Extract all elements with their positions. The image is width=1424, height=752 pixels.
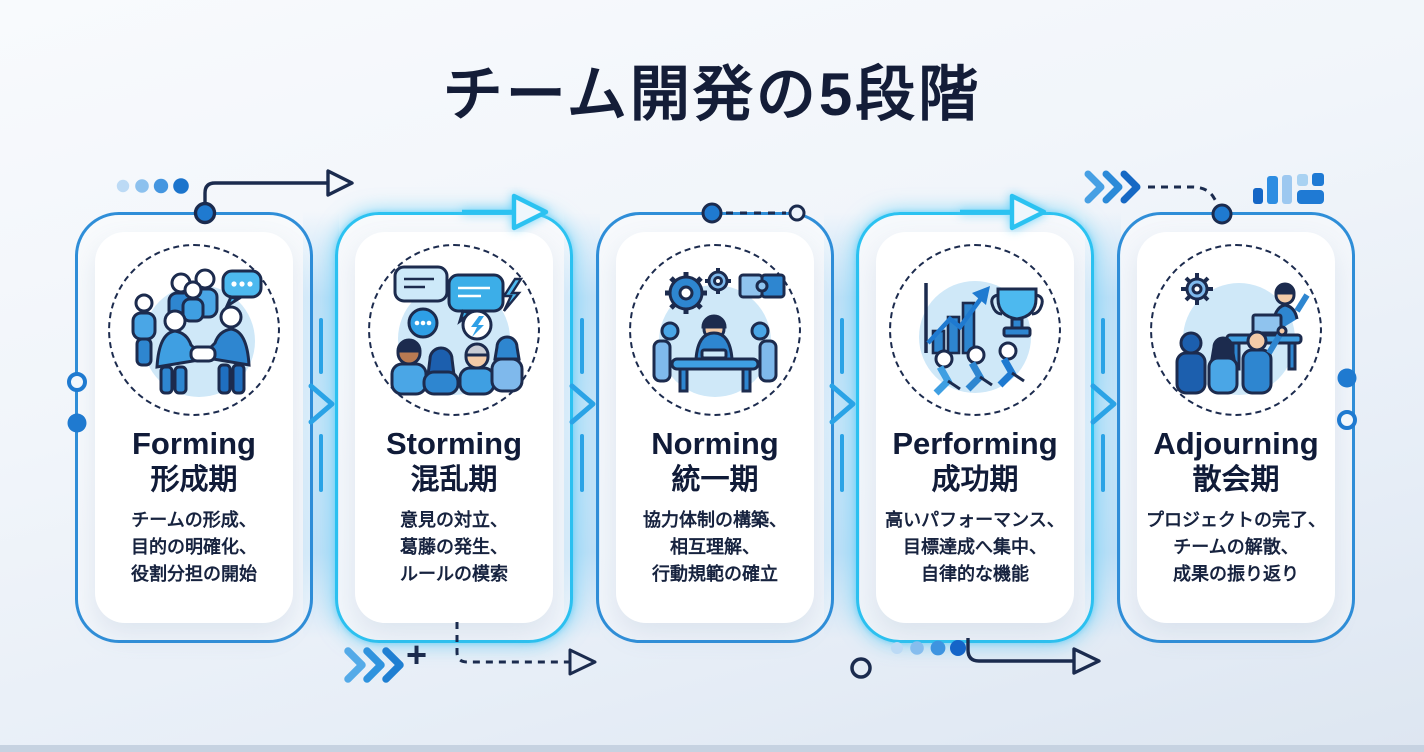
desc-line: 高いパフォーマンス、 <box>885 509 1065 530</box>
desc-line: ルールの模索 <box>400 563 508 584</box>
adjourning-completion-icon <box>1150 244 1322 416</box>
card-storming-title-ja: 混乱期 <box>410 463 498 496</box>
desc-line: チームの解散、 <box>1173 536 1299 557</box>
card-norming-desc: 協力体制の構築、 相互理解、 行動規範の確立 <box>643 507 787 588</box>
top-left-dots <box>116 178 189 194</box>
card-performing-desc: 高いパフォーマンス、 目標達成へ集中、 自律的な機能 <box>885 507 1065 588</box>
storming-conflict-icon <box>368 244 540 416</box>
plus-sign: + <box>406 634 428 675</box>
bottom-strip <box>0 745 1424 752</box>
norming-collaboration-icon <box>629 244 801 416</box>
card-forming-title-ja: 形成期 <box>150 463 238 496</box>
card-adjourning-title-en: Adjourning <box>1153 426 1319 461</box>
desc-line: 目的の明確化、 <box>131 536 257 557</box>
card-storming-inner: Storming 混乱期 意見の対立、 葛藤の発生、 ルールの模索 <box>355 232 553 623</box>
top-right-triple-chevron-icon <box>1084 170 1141 204</box>
card-norming-title-en: Norming <box>651 426 779 461</box>
card-norming: Norming 統一期 協力体制の構築、 相互理解、 行動規範の確立 <box>596 212 834 643</box>
bottom-right-ring-and-dots <box>850 640 966 679</box>
card-storming: Storming 混乱期 意見の対立、 葛藤の発生、 ルールの模索 <box>335 212 573 643</box>
desc-line: 相互理解、 <box>670 536 760 557</box>
gap-band-1 <box>303 212 339 638</box>
page-title: チーム開発の5段階 <box>442 61 982 128</box>
card-forming-title-en: Forming <box>132 426 256 461</box>
card-norming-inner: Norming 統一期 協力体制の構築、 相互理解、 行動規範の確立 <box>616 232 814 623</box>
card-performing: Performing 成功期 高いパフォーマンス、 目標達成へ集中、 自律的な機… <box>856 212 1094 643</box>
desc-line: 行動規範の確立 <box>652 563 778 584</box>
gap-band-3 <box>824 212 860 638</box>
card-forming: Forming 形成期 チームの形成、 目的の明確化、 役割分担の開始 <box>75 212 313 643</box>
desc-line: 自律的な機能 <box>920 563 1029 584</box>
bottom-left-triple-chevron-icon <box>344 647 404 683</box>
card-storming-title-en: Storming <box>385 426 523 461</box>
desc-line: 役割分担の開始 <box>131 563 257 584</box>
card4-bottom-connector-arrow <box>966 638 1101 675</box>
desc-line: 意見の対立、 <box>400 509 508 530</box>
desc-line: 葛藤の発生、 <box>400 536 508 557</box>
mini-bar-chart-icon <box>1253 173 1324 204</box>
card-adjourning-inner: Adjourning 散会期 プロジェクトの完了、 チームの解散、 成果の振り返… <box>1137 232 1335 623</box>
desc-line: 目標達成へ集中、 <box>902 536 1047 557</box>
card-adjourning-desc: プロジェクトの完了、 チームの解散、 成果の振り返り <box>1146 507 1326 588</box>
card-performing-title-en: Performing <box>892 426 1058 461</box>
card-adjourning: Adjourning 散会期 プロジェクトの完了、 チームの解散、 成果の振り返… <box>1117 212 1355 643</box>
desc-line: 成果の振り返り <box>1173 563 1299 584</box>
desc-line: チームの形成、 <box>131 509 257 530</box>
forming-handshake-icon <box>108 244 280 416</box>
card-adjourning-title-ja: 散会期 <box>1192 463 1280 496</box>
card-forming-desc: チームの形成、 目的の明確化、 役割分担の開始 <box>131 507 257 588</box>
card-norming-title-ja: 統一期 <box>671 463 759 496</box>
card-performing-title-ja: 成功期 <box>931 463 1019 496</box>
card-storming-desc: 意見の対立、 葛藤の発生、 ルールの模索 <box>400 507 508 588</box>
desc-line: 協力体制の構築、 <box>643 509 787 530</box>
card-performing-inner: Performing 成功期 高いパフォーマンス、 目標達成へ集中、 自律的な機… <box>876 232 1074 623</box>
desc-line: プロジェクトの完了、 <box>1146 509 1326 530</box>
card-forming-inner: Forming 形成期 チームの形成、 目的の明確化、 役割分担の開始 <box>95 232 293 623</box>
performing-achievement-icon <box>889 244 1061 416</box>
